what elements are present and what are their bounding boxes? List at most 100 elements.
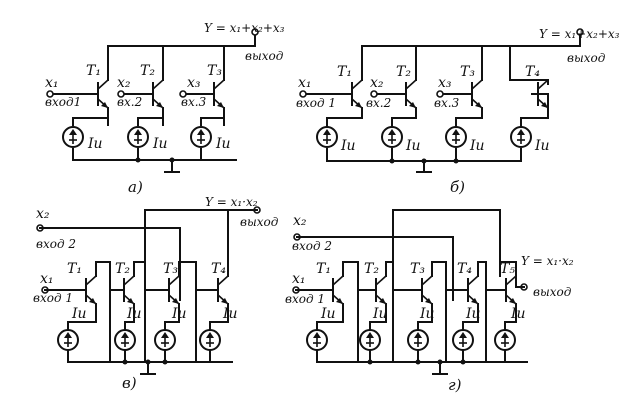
panel-g-i1-label: Iи	[320, 306, 336, 322]
panel-a-i1-label: Iи	[87, 136, 103, 152]
panel-v-transistor-3	[162, 275, 180, 305]
panel-b-x1: x₁	[298, 75, 312, 91]
panel-b-transistor-1	[345, 79, 363, 109]
panel-a-current-source-1	[62, 126, 84, 148]
panel-g-transistor-2	[369, 275, 387, 305]
panel-g-current-source-3	[407, 329, 429, 351]
panel-g-transistor-1	[326, 275, 344, 305]
panel-a-transistor-1	[91, 79, 109, 109]
panel-v-output-label: выход	[240, 215, 279, 229]
panel-b-input2-label: вх.2	[366, 96, 391, 110]
panel-b-formula: Y = x₁+x₂+x₃	[539, 27, 620, 41]
panel-v-i3-label: Iи	[171, 306, 187, 322]
panel-g-t5-label: T₅	[500, 261, 515, 277]
panel-v-input2-label: вход 2	[36, 237, 76, 251]
panel-g-input2-label: вход 2	[292, 239, 332, 253]
panel-b-i2-label: Iи	[405, 138, 421, 154]
panel-b: Y = x₁+x₂+x₃ выход T₁ T₂ T₃ T₄ x₁ x₂ x₃ …	[296, 27, 620, 196]
panel-v-t4-label: T₄	[211, 261, 226, 277]
panel-g-input1-label: вход 1	[285, 292, 325, 306]
panel-v-transistor-1	[79, 275, 97, 305]
panel-b-t3-label: T₃	[460, 64, 475, 80]
panel-g-current-source-2	[359, 329, 381, 351]
panel-a-transistor-3	[207, 79, 225, 109]
panel-b-current-source-4	[510, 126, 532, 148]
panel-g-current-source-1	[306, 329, 328, 351]
panel-v: Y = x₁·x₂ выход x₂ вход 2 x₁ вход 1 T₁ T…	[33, 195, 279, 392]
panel-g-t3-label: T₃	[410, 261, 425, 277]
panel-a-t2-label: T₂	[140, 63, 155, 79]
panel-g-transistor-5	[499, 275, 517, 305]
panel-v-transistor-4	[211, 275, 229, 305]
panel-v-transistor-2	[117, 275, 135, 305]
panel-b-current-source-2	[381, 126, 403, 148]
panel-v-current-source-2	[114, 329, 136, 351]
panel-g-transistor-3	[415, 275, 433, 305]
panel-g-current-source-5	[494, 329, 516, 351]
panel-v-i2-label: Iи	[126, 306, 142, 322]
panel-v-current-source-4	[199, 329, 221, 351]
panel-g: Y = x₁·x₂ выход x₂ вход 2 x₁ вход 1 T₁ T…	[285, 209, 574, 394]
panel-v-input1-label: вход 1	[33, 291, 73, 305]
panel-b-transistor-3	[465, 79, 483, 109]
panel-a-x1: x₁	[45, 75, 59, 91]
panel-g-t4-label: T₄	[457, 261, 472, 277]
panel-a-input2-label: вх.2	[117, 95, 142, 109]
panel-a-formula: Y = x₁+x₂+x₃	[204, 21, 285, 35]
panel-a-current-source-3	[190, 126, 212, 148]
panel-a-transistor-2	[146, 79, 164, 109]
panel-v-t1-label: T₁	[67, 261, 82, 277]
panel-g-output-label: выход	[533, 285, 572, 299]
panel-g-caption: г)	[448, 376, 462, 394]
panel-v-t2-label: T₂	[115, 261, 130, 277]
panel-b-input3-label: вх.3	[434, 96, 460, 110]
panel-a-t3-label: T₃	[207, 63, 222, 79]
panel-b-t2-label: T₂	[396, 64, 411, 80]
panel-v-i1-label: Iи	[71, 306, 87, 322]
panel-g-transistor-4	[461, 275, 479, 305]
panel-b-t4-label: T₄	[525, 64, 540, 80]
panel-g-i2-label: Iи	[372, 306, 388, 322]
panel-b-x2: x₂	[370, 75, 384, 91]
panel-b-input1-label: вход 1	[296, 96, 336, 110]
panel-v-caption: в)	[122, 374, 137, 392]
panel-v-x2: x₂	[36, 206, 50, 222]
panel-a-i3-label: Iи	[215, 136, 231, 152]
panel-g-t1-label: T₁	[316, 261, 331, 277]
panel-g-t2-label: T₂	[364, 261, 379, 277]
panel-b-output-label: выход	[567, 51, 606, 65]
panel-g-x1: x₁	[292, 271, 306, 287]
panel-b-i4-label: Iи	[534, 138, 550, 154]
panel-a-caption: а)	[128, 178, 143, 196]
panel-v-current-source-1	[57, 329, 79, 351]
panel-b-current-source-1	[316, 126, 338, 148]
panel-g-i5-label: Iи	[510, 306, 526, 322]
panel-a-x2: x₂	[117, 75, 131, 91]
panel-a: Y = x₁+x₂+x₃ выход T₁ T₂ T₃ x₁ x₂ x₃ вхо…	[45, 21, 285, 196]
panel-a-input1-label: вход1	[45, 95, 81, 109]
panel-b-current-source-3	[445, 126, 467, 148]
panel-a-input3-label: вх.3	[181, 95, 207, 109]
panel-g-i4-label: Iи	[465, 306, 481, 322]
panel-b-i1-label: Iи	[340, 138, 356, 154]
panel-a-i2-label: Iи	[152, 136, 168, 152]
panel-v-current-source-3	[154, 329, 176, 351]
panel-v-i4-label: Iи	[222, 306, 238, 322]
panel-b-t1-label: T₁	[337, 64, 352, 80]
panel-a-t1-label: T₁	[86, 63, 101, 79]
panel-b-caption: б)	[450, 178, 465, 196]
panel-a-x3: x₃	[187, 75, 201, 91]
panel-b-transistor-2	[399, 79, 417, 109]
panel-g-current-source-4	[452, 329, 474, 351]
panel-g-formula: Y = x₁·x₂	[521, 254, 574, 268]
panel-a-output-label: выход	[245, 49, 284, 63]
panel-a-current-source-2	[127, 126, 149, 148]
panel-b-i3-label: Iи	[469, 138, 485, 154]
panel-g-x2: x₂	[293, 213, 307, 229]
panel-v-formula: Y = x₁·x₂	[205, 195, 258, 209]
panel-g-i3-label: Iи	[419, 306, 435, 322]
panel-v-t3-label: T₃	[163, 261, 178, 277]
panel-b-x3: x₃	[438, 75, 452, 91]
panel-v-x1: x₁	[40, 271, 54, 287]
